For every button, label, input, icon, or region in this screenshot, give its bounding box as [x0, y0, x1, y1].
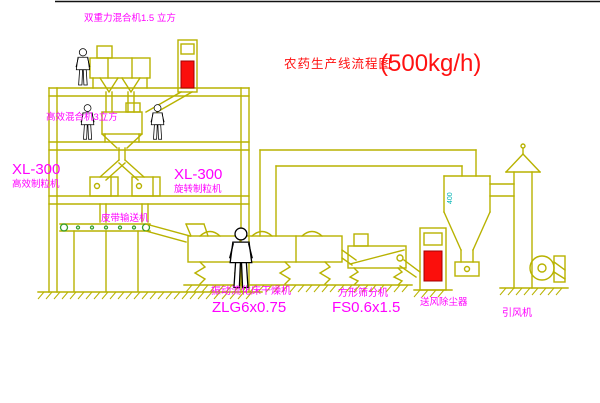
label-fan: 引风机: [502, 306, 532, 319]
worker-figure: [75, 48, 91, 86]
label-top-mixer: 双重力混合机1.5 立方: [84, 12, 176, 24]
fluid-bed-dryer: [185, 223, 357, 285]
bucket-elevator: [145, 39, 198, 113]
ground: [37, 284, 569, 300]
high-efficiency-mixer: [101, 102, 143, 161]
diagram-title: 农药生产线流程图: [284, 56, 392, 71]
granulator-left: [89, 176, 119, 223]
label-belt-conveyor: 皮带输送机: [101, 212, 149, 224]
label-mid-mixer: 高效混合机3立方: [46, 111, 118, 123]
dust-collector-unit: [419, 227, 447, 291]
label-granulator-right-model: XL-300: [174, 166, 222, 183]
belt-conveyor: [59, 223, 191, 292]
label-sieve-model: FS0.6x1.5: [332, 299, 400, 316]
cyclone-separator: [443, 175, 515, 277]
building-frame: [48, 87, 250, 293]
label-granulator-left-name: 高效制粒机: [12, 178, 60, 190]
cyclone-dimension-label: 400: [447, 192, 454, 204]
exhaust-stack: [505, 143, 541, 289]
induced-draft-fan: [529, 255, 566, 283]
label-dryer-name: 振动流化床干燥机: [211, 284, 291, 297]
label-granulator-left-model: XL-300: [12, 161, 60, 178]
label-sieve-name: 方形筛分机: [338, 286, 388, 299]
label-dust-collector: 送风除尘器: [420, 296, 468, 308]
square-sieve: [347, 233, 421, 286]
label-dryer-model: ZLG6x0.75: [212, 299, 286, 316]
label-granulator-right-name: 旋转制粒机: [174, 183, 222, 195]
diagram-capacity: (500kg/h): [380, 50, 481, 77]
top-gravity-mixer: [89, 45, 151, 113]
granulator-right: [131, 176, 161, 223]
exhaust-duct: [259, 149, 477, 237]
